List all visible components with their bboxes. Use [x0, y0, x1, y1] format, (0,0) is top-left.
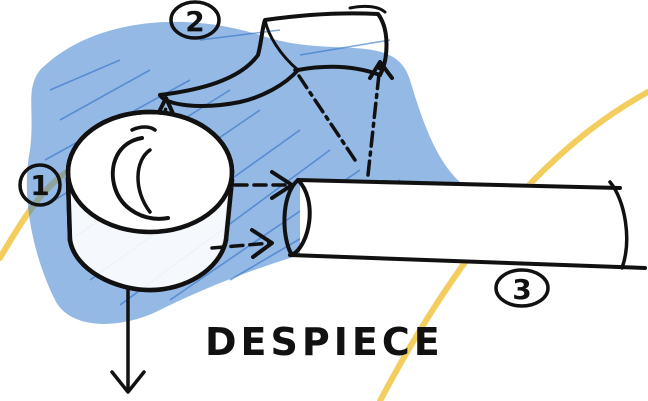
label-part-3: 3 [494, 268, 550, 308]
label-part-2: 2 [169, 0, 221, 40]
part-1-cylinder [65, 109, 235, 394]
part-2-top-piece [158, 4, 389, 108]
part-3-bar [282, 178, 647, 270]
svg-text:2: 2 [185, 5, 204, 38]
caption-text: DESPIECE [205, 320, 444, 364]
svg-text:3: 3 [512, 273, 531, 306]
svg-text:1: 1 [30, 169, 49, 202]
label-part-1: 1 [18, 163, 62, 207]
